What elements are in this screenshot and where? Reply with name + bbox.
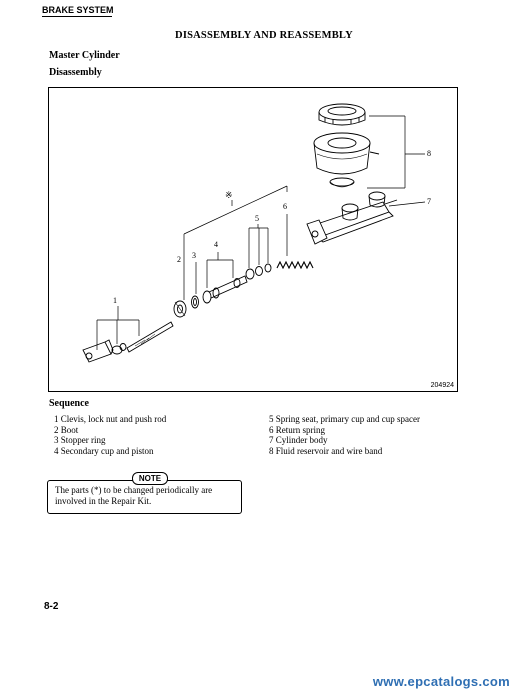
sequence-item: 5 Spring seat, primary cup and cup space… xyxy=(269,414,420,424)
cylinder-body-illustration xyxy=(306,191,398,245)
sequence-item: 3 Stopper ring xyxy=(54,435,106,445)
page-title: DISASSEMBLY AND REASSEMBLY xyxy=(175,30,353,41)
note-text: The parts (*) to be changed periodically… xyxy=(55,485,213,506)
sequence-item: 1 Clevis, lock nut and push rod xyxy=(54,414,167,424)
callout-3: 3 xyxy=(192,251,196,260)
callout-6: 6 xyxy=(283,202,287,211)
sequence-item: 8 Fluid reservoir and wire band xyxy=(269,445,383,456)
component-heading: Master Cylinder xyxy=(49,50,120,61)
primary-cup-parts-illustration xyxy=(245,263,272,280)
return-spring-illustration xyxy=(276,260,314,270)
reservoir-cap-illustration xyxy=(318,103,366,126)
repair-kit-star-mark: ※ xyxy=(225,190,233,200)
sequence-title: Sequence xyxy=(49,398,89,409)
callout-leader-lines xyxy=(96,115,426,350)
sequence-list-right: 5 Spring seat, primary cup and cup space… xyxy=(269,414,420,456)
callout-8: 8 xyxy=(427,149,431,158)
callout-2: 2 xyxy=(177,255,181,264)
fluid-reservoir-illustration xyxy=(313,132,380,188)
sequence-item: 4 Secondary cup and piston xyxy=(54,445,154,456)
callout-1: 1 xyxy=(113,296,117,305)
note-tag: NOTE xyxy=(132,472,168,485)
sequence-item: 7 Cylinder body xyxy=(269,435,328,445)
page-number: 8-2 xyxy=(44,601,59,612)
piston-illustration xyxy=(202,275,248,304)
callout-7: 7 xyxy=(427,197,431,206)
stopper-ring-illustration xyxy=(191,295,199,309)
callout-5: 5 xyxy=(255,214,259,223)
exploded-view-drawing xyxy=(82,103,426,363)
sequence-list-left: 1 Clevis, lock nut and push rod 2 Boot 3… xyxy=(54,414,166,456)
section-label: BRAKE SYSTEM xyxy=(42,5,114,15)
boot-illustration xyxy=(173,300,187,318)
sequence-item: 2 Boot xyxy=(54,424,79,435)
sequence-item: 6 Return spring xyxy=(269,424,325,435)
master-cylinder-exploded-figure: 1 2 3 4 5 6 7 8 ※ 204924 xyxy=(48,87,458,392)
callout-4: 4 xyxy=(214,240,218,249)
push-rod-clevis-illustration xyxy=(82,321,174,363)
figure-id: 204924 xyxy=(430,382,454,389)
watermark: www.epcatalogs.com xyxy=(372,674,510,689)
procedure-heading: Disassembly xyxy=(49,67,102,78)
section-divider xyxy=(42,16,112,17)
